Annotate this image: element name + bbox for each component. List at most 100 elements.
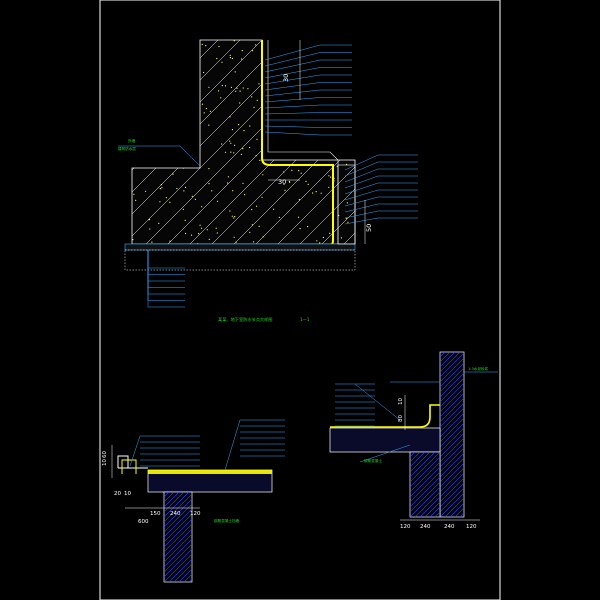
hatch-line (249, 492, 339, 582)
aggregate-dot (265, 120, 267, 122)
hatch-line (585, 352, 600, 517)
aggregate-dot (253, 241, 255, 243)
hatch-line (515, 352, 600, 517)
bottom-right-detail: 10 80 120 240 240 120 1:3水泥砂浆 钢筋混凝土 (329, 351, 600, 530)
aggregate-dot (344, 105, 346, 107)
aggregate-dot (208, 183, 210, 185)
aggregate-dot (312, 192, 314, 194)
aggregate-dot (229, 57, 231, 59)
right-dim-bottom-b: 240 (420, 524, 431, 530)
aggregate-dot (235, 90, 237, 92)
aggregate-dot (338, 86, 341, 88)
hatch-line (224, 492, 314, 582)
aggregate-dot (251, 208, 253, 211)
hatch-line (410, 452, 440, 483)
hatch-line (465, 452, 530, 517)
hatch-line (164, 492, 165, 493)
top-side-block (337, 164, 356, 245)
hatch-line (388, 34, 598, 244)
leader-line (344, 168, 379, 183)
hatch-line (239, 492, 329, 582)
aggregate-dot (251, 224, 253, 226)
hatch-line (410, 456, 440, 488)
aggregate-dot (315, 191, 317, 193)
right-column-hatch (410, 452, 535, 517)
hatch-line (234, 492, 324, 582)
aggregate-dot (227, 182, 229, 184)
hatch-line (343, 40, 355, 244)
aggregate-dot (241, 50, 243, 52)
aggregate-dot (133, 112, 135, 114)
aggregate-dot (307, 67, 309, 69)
left-flashing (121, 459, 137, 474)
aggregate-dot (157, 89, 159, 91)
left-dim-bottom-c: 120 (190, 511, 201, 517)
aggregate-dot (291, 169, 293, 171)
hatch-line (277, 40, 355, 244)
aggregate-dot (283, 183, 285, 185)
aggregate-dot (305, 180, 307, 182)
hatch-line (580, 352, 600, 517)
aggregate-dot (268, 52, 270, 54)
top-base-layer (124, 243, 356, 251)
aggregate-dot (182, 75, 184, 77)
top-concrete-mass (131, 39, 356, 245)
aggregate-dot (216, 200, 219, 202)
hatch-line (194, 492, 284, 582)
aggregate-dot (229, 210, 231, 212)
aggregate-dot (232, 190, 234, 192)
aggregate-dot (205, 45, 207, 47)
aggregate-dot (262, 236, 264, 238)
left-dim-top-b: 10 (102, 459, 108, 466)
aggregate-dot (150, 72, 152, 74)
hatch-line (440, 357, 464, 383)
aggregate-dot (169, 47, 171, 49)
aggregate-dot (288, 180, 290, 183)
aggregate-dot (149, 228, 151, 230)
aggregate-dot (322, 236, 324, 239)
aggregate-dot (218, 45, 220, 48)
aggregate-dot (229, 116, 231, 118)
aggregate-dot (345, 144, 347, 146)
right-membrane (330, 404, 440, 428)
aggregate-dot (258, 83, 260, 85)
aggregate-dot (201, 206, 203, 208)
hatch-line (410, 452, 416, 458)
aggregate-dot (229, 54, 231, 57)
aggregate-dot (133, 193, 135, 195)
aggregate-dot (265, 121, 268, 123)
aggregate-dot (278, 216, 280, 218)
aggregate-dot (242, 148, 244, 150)
aggregate-dot (139, 118, 141, 120)
hatch-line (164, 523, 192, 553)
aggregate-dot (136, 70, 138, 73)
aggregate-dot (234, 216, 236, 218)
aggregate-dot (224, 151, 227, 153)
aggregate-dot (206, 229, 208, 231)
leader-line (344, 154, 379, 171)
aggregate-dot (144, 190, 147, 192)
hatch-line (555, 352, 600, 517)
aggregate-dot (135, 199, 137, 201)
aggregate-dot (338, 214, 340, 217)
aggregate-dot (269, 59, 271, 61)
aggregate-dot (288, 42, 290, 44)
leader-line (129, 435, 141, 467)
hatch-line (178, 568, 192, 582)
leader-line (344, 175, 379, 189)
leader-line (264, 104, 321, 109)
leader-line (264, 67, 321, 79)
hatch-line (164, 492, 190, 518)
aggregate-dot (281, 71, 283, 73)
hatch-line (274, 492, 364, 582)
aggregate-dot (281, 96, 283, 98)
aggregate-dot (300, 53, 302, 55)
aggregate-dot (239, 90, 241, 92)
aggregate-dot (247, 88, 249, 90)
hatch-line (410, 481, 440, 513)
hatch-line (470, 452, 535, 517)
leader-line (264, 52, 321, 67)
aggregate-dot (319, 69, 321, 71)
hatch-line (410, 466, 440, 498)
hatch-line (470, 352, 600, 517)
